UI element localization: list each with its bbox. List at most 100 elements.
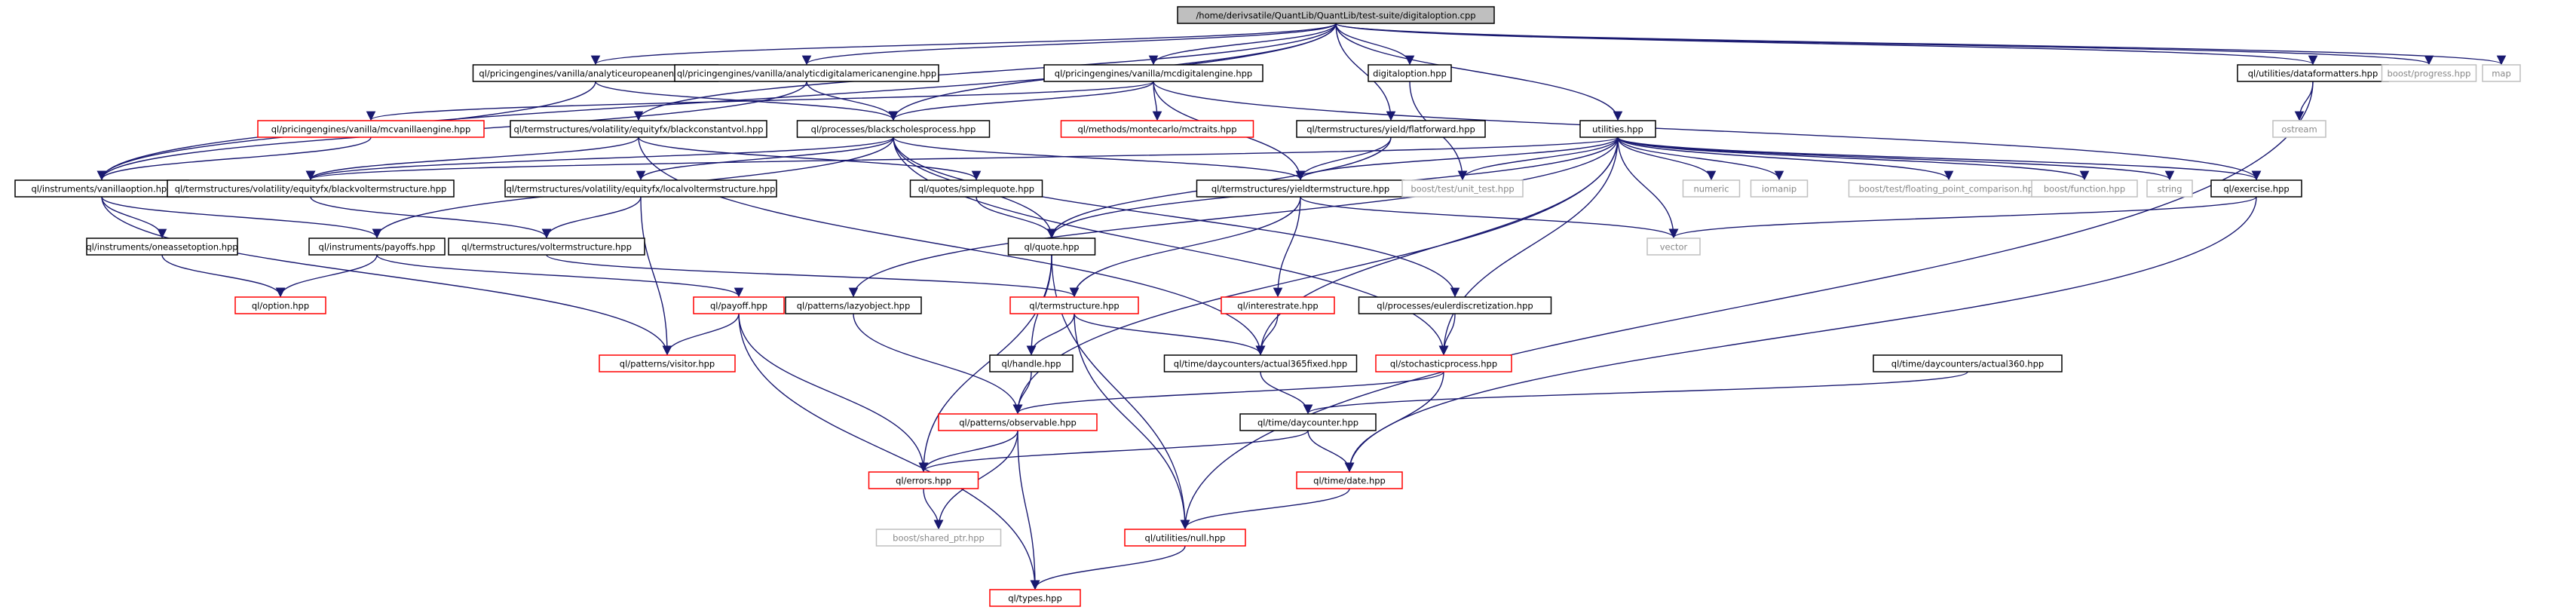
node-lvts[interactable]: ql/termstructures/volatility/equityfx/lo… bbox=[504, 179, 777, 198]
node-bvts[interactable]: ql/termstructures/volatility/equityfx/bl… bbox=[167, 179, 455, 198]
edge-volts-to-termstr bbox=[546, 254, 1080, 298]
edge-bcv-to-bvts bbox=[305, 136, 639, 181]
node-box-unittest bbox=[1401, 179, 1524, 198]
edge-utilities-to-bfunction bbox=[1617, 136, 2090, 181]
node-payoffs[interactable]: ql/instruments/payoffs.hpp bbox=[308, 238, 446, 256]
node-label-exercise: ql/exercise.hpp bbox=[2223, 184, 2289, 195]
node-flatfwd[interactable]: ql/termstructures/yield/flatforward.hpp bbox=[1296, 120, 1486, 138]
node-label-vanopt: ql/instruments/vanillaoption.hpp bbox=[32, 184, 173, 195]
node-box-mcde bbox=[1043, 64, 1263, 82]
node-option[interactable]: ql/option.hpp bbox=[234, 296, 326, 314]
node-mcde[interactable]: ql/pricingengines/vanilla/mcdigitalengin… bbox=[1043, 64, 1263, 82]
edge-mcde-to-exercise bbox=[1153, 81, 2262, 181]
edge-utilities-to-vector bbox=[1617, 136, 1679, 239]
node-act360[interactable]: ql/time/daycounters/actual360.hpp bbox=[1873, 354, 2063, 372]
edge-bvts-to-volts bbox=[310, 196, 552, 239]
node-label-utilities: utilities.hpp bbox=[1592, 124, 1643, 135]
node-handle[interactable]: ql/handle.hpp bbox=[989, 354, 1074, 372]
edge-stochp-to-date bbox=[1344, 371, 1444, 473]
node-ostream: ostream bbox=[2272, 120, 2326, 138]
node-box-payoffs bbox=[308, 238, 446, 256]
node-label-daycounter: ql/time/daycounter.hpp bbox=[1257, 418, 1358, 428]
node-payoff[interactable]: ql/payoff.hpp bbox=[693, 296, 785, 314]
edge-bcv-to-simplequote bbox=[638, 136, 982, 181]
node-null[interactable]: ql/utilities/null.hpp bbox=[1124, 529, 1246, 547]
node-box-lvts bbox=[504, 179, 777, 198]
edge-utilities-to-unittest bbox=[1457, 136, 1619, 181]
edge-exercise-to-date bbox=[1344, 196, 2257, 473]
node-mcvan[interactable]: ql/pricingengines/vanilla/mcvanillaengin… bbox=[257, 120, 485, 138]
node-interest[interactable]: ql/interestrate.hpp bbox=[1221, 296, 1335, 314]
edge-yts-to-termstr bbox=[1069, 196, 1301, 298]
node-volts[interactable]: ql/termstructures/voltermstructure.hpp bbox=[448, 238, 645, 256]
node-lazyobj[interactable]: ql/patterns/lazyobject.hpp bbox=[785, 296, 922, 314]
node-label-handle: ql/handle.hpp bbox=[1001, 359, 1061, 369]
node-label-mcvan: ql/pricingengines/vanilla/mcvanillaengin… bbox=[271, 124, 471, 135]
node-label-volts: ql/termstructures/voltermstructure.hpp bbox=[461, 242, 632, 253]
node-label-observable: ql/patterns/observable.hpp bbox=[959, 418, 1077, 428]
node-box-numeric bbox=[1682, 179, 1741, 198]
node-vanopt[interactable]: ql/instruments/vanillaoption.hpp bbox=[14, 179, 189, 198]
edge-datafmt-to-null bbox=[1180, 81, 2314, 530]
node-label-mctraits: ql/methods/montecarlo/mctraits.hpp bbox=[1077, 124, 1236, 135]
edge-datafmt-to-ostream bbox=[2294, 81, 2314, 121]
node-date[interactable]: ql/time/date.hpp bbox=[1296, 471, 1403, 489]
node-box-lazyobj bbox=[785, 296, 922, 314]
node-exercise[interactable]: ql/exercise.hpp bbox=[2210, 179, 2302, 198]
edge-root-to-utilities bbox=[1335, 23, 1623, 121]
edge-root-to-flatfwd bbox=[1335, 23, 1396, 121]
node-observable[interactable]: ql/patterns/observable.hpp bbox=[938, 413, 1098, 431]
node-bcv[interactable]: ql/termstructures/volatility/equityfx/bl… bbox=[510, 120, 767, 138]
node-act365[interactable]: ql/time/daycounters/actual365fixed.hpp bbox=[1163, 354, 1358, 372]
node-mctraits[interactable]: ql/methods/montecarlo/mctraits.hpp bbox=[1060, 120, 1254, 138]
node-visitor[interactable]: ql/patterns/visitor.hpp bbox=[599, 354, 736, 372]
node-box-handle bbox=[989, 354, 1074, 372]
node-label-bsp: ql/processes/blackscholesprocess.hpp bbox=[811, 124, 976, 135]
node-box-option bbox=[234, 296, 326, 314]
edge-simplequote-to-quote bbox=[976, 196, 1057, 239]
node-utilities[interactable]: utilities.hpp bbox=[1579, 120, 1656, 138]
node-simplequote[interactable]: ql/quotes/simplequote.hpp bbox=[909, 179, 1043, 198]
node-root[interactable]: /home/derivsatile/QuantLib/QuantLib/test… bbox=[1177, 6, 1495, 24]
node-label-mcde: ql/pricingengines/vanilla/mcdigitalengin… bbox=[1055, 69, 1252, 79]
node-daycounter[interactable]: ql/time/daycounter.hpp bbox=[1239, 413, 1377, 431]
edge-root-to-map bbox=[1335, 23, 2506, 66]
node-label-bcv: ql/termstructures/volatility/equityfx/bl… bbox=[513, 124, 763, 135]
node-oao[interactable]: ql/instruments/oneassetoption.hpp bbox=[86, 238, 238, 256]
node-label-visitor: ql/patterns/visitor.hpp bbox=[620, 359, 715, 369]
node-box-mcvan bbox=[257, 120, 485, 138]
node-yts[interactable]: ql/termstructures/yieldtermstructure.hpp bbox=[1196, 179, 1405, 198]
node-types[interactable]: ql/types.hpp bbox=[989, 589, 1081, 607]
node-eulerd[interactable]: ql/processes/eulerdiscretization.hpp bbox=[1358, 296, 1552, 314]
node-label-types: ql/types.hpp bbox=[1008, 593, 1062, 604]
node-bsp[interactable]: ql/processes/blackscholesprocess.hpp bbox=[796, 120, 991, 138]
node-adae[interactable]: ql/pricingengines/vanilla/analyticdigita… bbox=[674, 64, 939, 82]
node-label-lvts: ql/termstructures/volatility/equityfx/lo… bbox=[507, 184, 776, 195]
node-datafmt[interactable]: ql/utilities/dataformatters.hpp bbox=[2237, 64, 2389, 82]
node-box-quote bbox=[1007, 238, 1096, 256]
node-label-flatfwd: ql/termstructures/yield/flatforward.hpp bbox=[1306, 124, 1475, 135]
edge-utilities-to-fpcomp bbox=[1617, 136, 1954, 181]
edge-date-to-null bbox=[1180, 488, 1350, 530]
node-stochp[interactable]: ql/stochasticprocess.hpp bbox=[1375, 354, 1512, 372]
node-box-iomanip bbox=[1750, 179, 1809, 198]
node-label-option: ql/option.hpp bbox=[252, 301, 309, 311]
node-label-string: string bbox=[2157, 184, 2182, 195]
node-box-date bbox=[1296, 471, 1403, 489]
node-box-bvts bbox=[167, 179, 455, 198]
node-label-act365: ql/time/daycounters/actual365fixed.hpp bbox=[1174, 359, 1347, 369]
node-digopt[interactable]: digitaloption.hpp bbox=[1368, 64, 1452, 82]
node-quote[interactable]: ql/quote.hpp bbox=[1007, 238, 1096, 256]
edge-bsp-to-stochp bbox=[893, 136, 1449, 356]
node-box-digopt bbox=[1368, 64, 1452, 82]
node-map: map bbox=[2482, 64, 2521, 82]
node-termstr[interactable]: ql/termstructure.hpp bbox=[1009, 296, 1139, 314]
node-label-numeric: numeric bbox=[1693, 184, 1729, 195]
edge-daycounter-to-date bbox=[1307, 430, 1355, 473]
node-box-bsp bbox=[796, 120, 991, 138]
edge-bsp-to-lvts bbox=[636, 136, 894, 181]
edge-payoffs-to-option bbox=[275, 254, 378, 298]
edge-root-to-aee bbox=[591, 23, 1337, 66]
node-errors[interactable]: ql/errors.hpp bbox=[868, 471, 979, 489]
edge-lazyobj-to-observable bbox=[853, 313, 1023, 415]
